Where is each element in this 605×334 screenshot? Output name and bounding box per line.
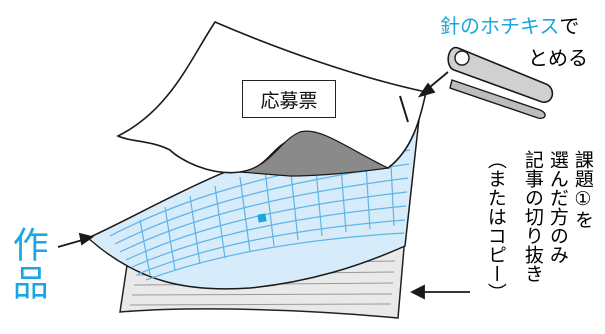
work-label: 作品 xyxy=(6,226,48,302)
stapler-label-line2: とめる xyxy=(528,46,588,70)
stapler-label-line1: 針のホチキスで xyxy=(440,10,579,39)
assignment-text-col4: （またはコピー） xyxy=(484,150,507,302)
stapler-icon xyxy=(447,46,554,120)
arrows xyxy=(57,71,470,300)
assignment-text-col1: 課題①を xyxy=(571,150,594,229)
assignment-text-col2: 選んだ方のみ xyxy=(546,150,569,264)
stapler-label-accent: 針のホチキス xyxy=(440,14,560,38)
entry-form-label: 応募票 xyxy=(242,80,336,118)
stapler-label-rest: で xyxy=(559,14,580,38)
assignment-text-col3: 記事の切り抜き xyxy=(521,150,544,283)
